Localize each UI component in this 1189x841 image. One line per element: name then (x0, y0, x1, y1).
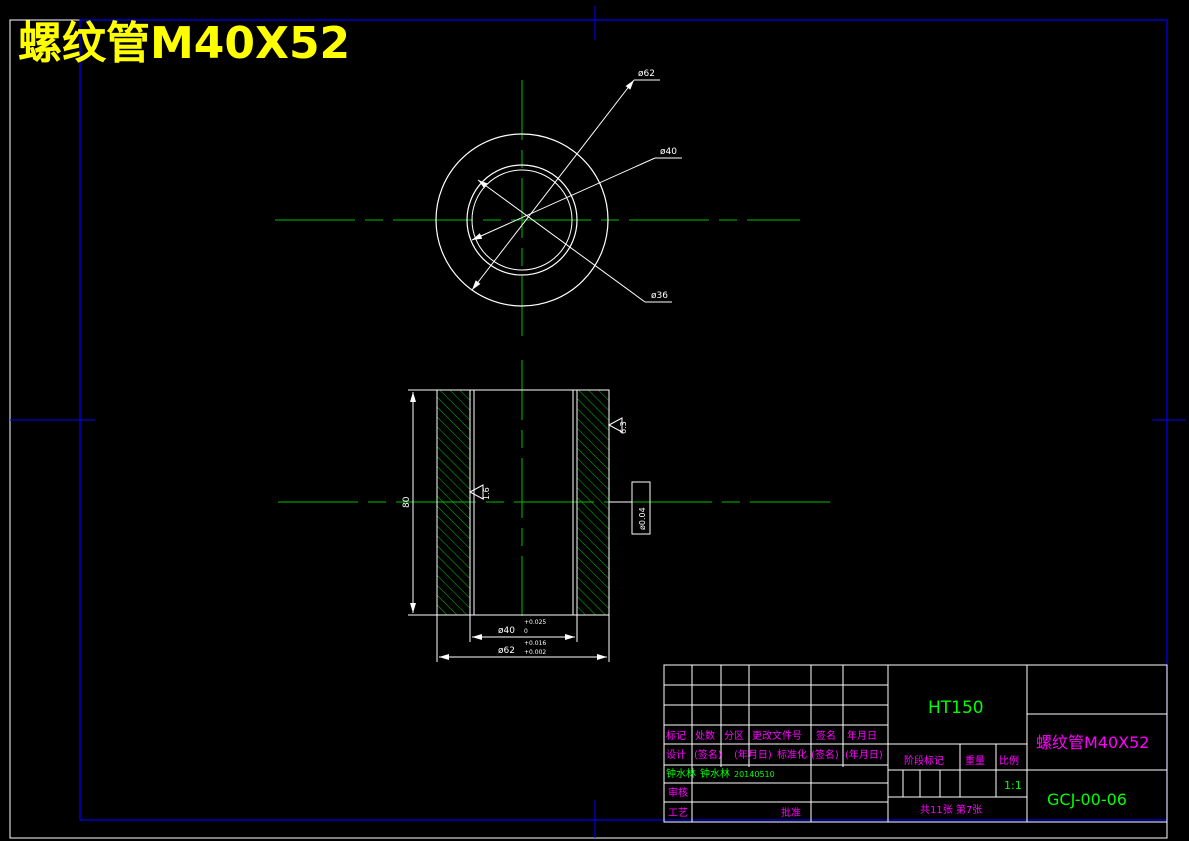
header-sign: 签名 (816, 729, 836, 742)
design-date: (年月日) (734, 748, 772, 761)
material: HT150 (928, 698, 984, 718)
tolerance-frame (631, 481, 651, 535)
roughness-left-symbol (468, 484, 484, 500)
designer-name: 钟水林 (666, 767, 696, 780)
header-count: 处数 (695, 729, 715, 742)
drawing-title: 螺纹管M40X52 (18, 18, 350, 69)
title-block (663, 664, 1168, 823)
check-label: 审核 (668, 786, 688, 799)
top-view: ø62 ø40 ø36 (275, 69, 800, 345)
drawing-number: GCJ-00-06 (1047, 790, 1127, 809)
scale-value: 1:1 (1004, 779, 1022, 792)
section-view: 80 ø40 +0.025 0 ø62 +0.016 +0.002 6.3 1.… (278, 360, 835, 662)
title-block-text: HT150 螺纹管M40X52 GCJ-00-06 标记 处数 分区 更改文件号… (666, 698, 1150, 819)
right-wall-hatch (576, 389, 610, 616)
sheets: 共11张 第7张 (920, 803, 982, 816)
standard-label: 标准化 (777, 748, 807, 761)
dim-top-inner: ø36 (651, 291, 668, 301)
dim-bore-tol-upper: +0.025 (524, 619, 546, 626)
designer-name-2: 钟水林 (700, 767, 730, 780)
header-mark: 标记 (666, 730, 686, 742)
dim-outer-tol-upper: +0.016 (524, 640, 546, 647)
stage-mark: 阶段标记 (904, 754, 944, 767)
design-sign: (签名) (694, 748, 722, 761)
header-date: 年月日 (847, 729, 877, 742)
scale-label: 比例 (999, 754, 1019, 767)
dim-outer-tol-lower: +0.002 (524, 649, 546, 656)
rough-right: 6.3 (619, 421, 628, 434)
roughness-right-symbol (607, 417, 623, 433)
process-label: 工艺 (668, 807, 688, 819)
top-view-centerlines (275, 80, 800, 345)
tol-frame-text: ø0.04 (638, 507, 647, 530)
approve-label: 批准 (781, 806, 801, 819)
dim-top-outer: ø62 (638, 69, 655, 79)
standard-sign: (签名) (811, 748, 839, 761)
dim-bore: ø40 (498, 626, 515, 636)
design-label: 设计 (666, 748, 686, 761)
design-date-value: 20140510 (734, 770, 775, 779)
dim-length: 80 (402, 496, 412, 508)
standard-date: (年月日) (845, 748, 883, 761)
header-zone: 分区 (724, 730, 744, 742)
part-name: 螺纹管M40X52 (1036, 733, 1150, 752)
dim-outer: ø62 (498, 646, 515, 656)
dim-top-mid: ø40 (660, 147, 677, 157)
left-wall-hatch (436, 389, 471, 616)
dim-bore-tol-lower: 0 (524, 628, 528, 635)
rough-left: 1.6 (482, 487, 491, 500)
header-change: 更改文件号 (752, 729, 802, 742)
weight-label: 重量 (965, 754, 985, 767)
sheet-border (9, 6, 1185, 839)
